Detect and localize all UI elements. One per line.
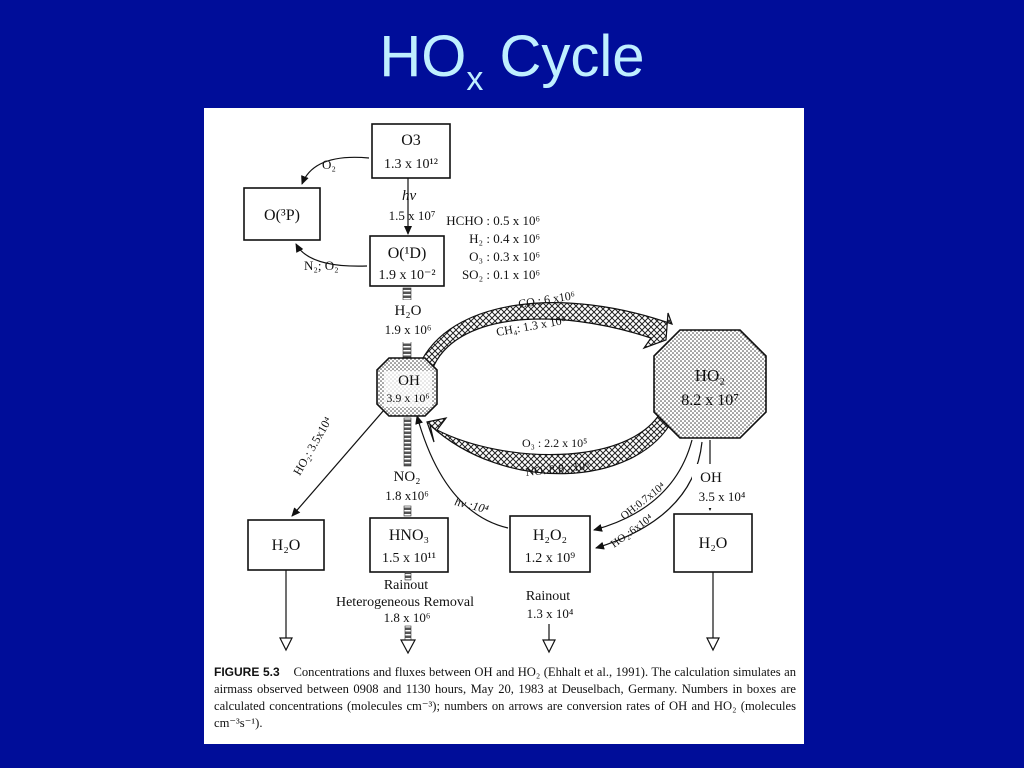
label-h2o-rate: 1.9 x 10⁶ bbox=[385, 322, 432, 337]
label-o2: O₂ bbox=[322, 157, 336, 172]
ho2-node-conc: 8.2 x 10⁷ bbox=[681, 392, 739, 409]
label-no-back: NO: 8.8 x10⁶ bbox=[525, 458, 590, 479]
title-subscript: x bbox=[466, 60, 484, 98]
arrow-oh-to-h2o-left bbox=[291, 409, 385, 517]
hno3-box-conc: 1.5 x 10¹¹ bbox=[382, 551, 436, 566]
title-rest: Cycle bbox=[483, 24, 645, 89]
label-hv-rate: 1.5 x 10⁷ bbox=[389, 208, 436, 223]
h2o-left-box bbox=[247, 519, 325, 571]
o1d-box bbox=[369, 235, 445, 287]
slide-title: HOx Cycle bbox=[0, 22, 1024, 100]
o1d-box-conc: 1.9 x 10⁻² bbox=[378, 268, 435, 283]
h2o-right-species: H₂O bbox=[699, 535, 728, 552]
label-h2: H₂ : 0.4 x 10⁶ bbox=[469, 231, 540, 246]
h2o2-box bbox=[509, 515, 591, 573]
label-rainout-2: Rainout bbox=[526, 589, 570, 604]
o3-box bbox=[371, 123, 451, 179]
label-o3-rate: O₃ : 0.3 x 10⁶ bbox=[469, 249, 540, 264]
label-hv: hν bbox=[402, 188, 417, 204]
arrowhead-hno3-down bbox=[399, 639, 417, 655]
hox-cycle-diagram: O3 1.3 x 10¹² O(³P) O(¹D) 1.9 x 10⁻² H₂O… bbox=[243, 123, 767, 655]
caption-text: Concentrations and fluxes between OH and… bbox=[214, 665, 797, 730]
arrowhead-h2o-left-down bbox=[279, 637, 293, 652]
figure-caption: FIGURE 5.3 Concentrations and fluxes bet… bbox=[214, 664, 796, 732]
h2o-left-species: H₂O bbox=[272, 537, 301, 554]
label-no2: NO₂ bbox=[394, 469, 421, 485]
arrow-oh-to-hno3 bbox=[403, 417, 412, 467]
label-het-removal: Heterogeneous Removal bbox=[336, 595, 474, 610]
oh-node-label-bg bbox=[384, 371, 432, 407]
label-no2-rate: 1.8 x10⁶ bbox=[385, 488, 429, 503]
arrow-ho2-to-oh bbox=[426, 414, 673, 475]
o3-box-species: O3 bbox=[401, 132, 421, 149]
hno3-box-species: HNO₃ bbox=[389, 527, 429, 544]
label-ho2-to-h2o: HO₂: 3.5x10⁴ bbox=[290, 414, 335, 477]
arrow-o3p-to-o3 bbox=[301, 156, 370, 185]
arrow-o1d-to-o3p bbox=[295, 243, 368, 267]
label-ho2-h2o2: HO₂:6x10⁴ bbox=[609, 512, 656, 550]
arrow-oh-to-hno3-tail bbox=[403, 505, 412, 517]
oh-node-species: OH bbox=[398, 373, 420, 389]
label-oh-right: OH bbox=[700, 470, 722, 486]
label-hcho: HCHO : 0.5 x 10⁶ bbox=[446, 213, 540, 228]
arrowhead-h2o2-down bbox=[542, 639, 556, 654]
h2o-label-bg bbox=[388, 300, 432, 342]
oh-right-label-bg bbox=[692, 464, 728, 508]
figure-panel: O3 1.3 x 10¹² O(³P) O(¹D) 1.9 x 10⁻² H₂O… bbox=[204, 108, 804, 744]
arrow-ho2-to-h2o2-2 bbox=[595, 441, 703, 550]
label-rainout-2-rate: 1.3 x 10⁴ bbox=[527, 606, 574, 621]
arrow-hno3-down bbox=[404, 625, 412, 641]
label-rainout-1: Rainout bbox=[384, 578, 428, 593]
o3p-box-species: O(³P) bbox=[264, 207, 300, 224]
label-oh-right-rate: 3.5 x 10⁴ bbox=[699, 489, 746, 504]
label-o3-back: O₃ : 2.2 x 10⁵ bbox=[522, 436, 587, 450]
arrow-hno3-down-top bbox=[404, 571, 412, 581]
caption-label: FIGURE 5.3 bbox=[214, 665, 280, 679]
o3p-box bbox=[243, 187, 321, 241]
oh-node-conc: 3.9 x 10⁶ bbox=[386, 391, 429, 405]
h2o2-box-species: H₂O₂ bbox=[533, 527, 567, 544]
ho2-node bbox=[653, 329, 767, 439]
label-n2-o2: N₂; O₂ bbox=[304, 258, 339, 273]
arrow-ho2-to-h2o2-1 bbox=[593, 439, 693, 532]
title-main: HO bbox=[379, 24, 467, 89]
arrow-oh-to-ho2 bbox=[418, 302, 673, 371]
label-h2o: H₂O bbox=[395, 303, 422, 319]
o3-box-conc: 1.3 x 10¹² bbox=[384, 157, 438, 172]
arrowhead-h2o-right-down bbox=[706, 637, 720, 652]
label-hv-h2o2: hν :10⁴ bbox=[453, 494, 490, 516]
ho2-node-species: HO₂ bbox=[695, 366, 725, 385]
arrow-h2o2-to-oh bbox=[415, 415, 509, 529]
h2o2-box-conc: 1.2 x 10⁹ bbox=[525, 551, 576, 566]
o1d-box-species: O(¹D) bbox=[388, 245, 427, 262]
label-so2: SO₂ : 0.1 x 10⁶ bbox=[462, 267, 540, 282]
label-removal-rate: 1.8 x 10⁶ bbox=[384, 610, 431, 625]
